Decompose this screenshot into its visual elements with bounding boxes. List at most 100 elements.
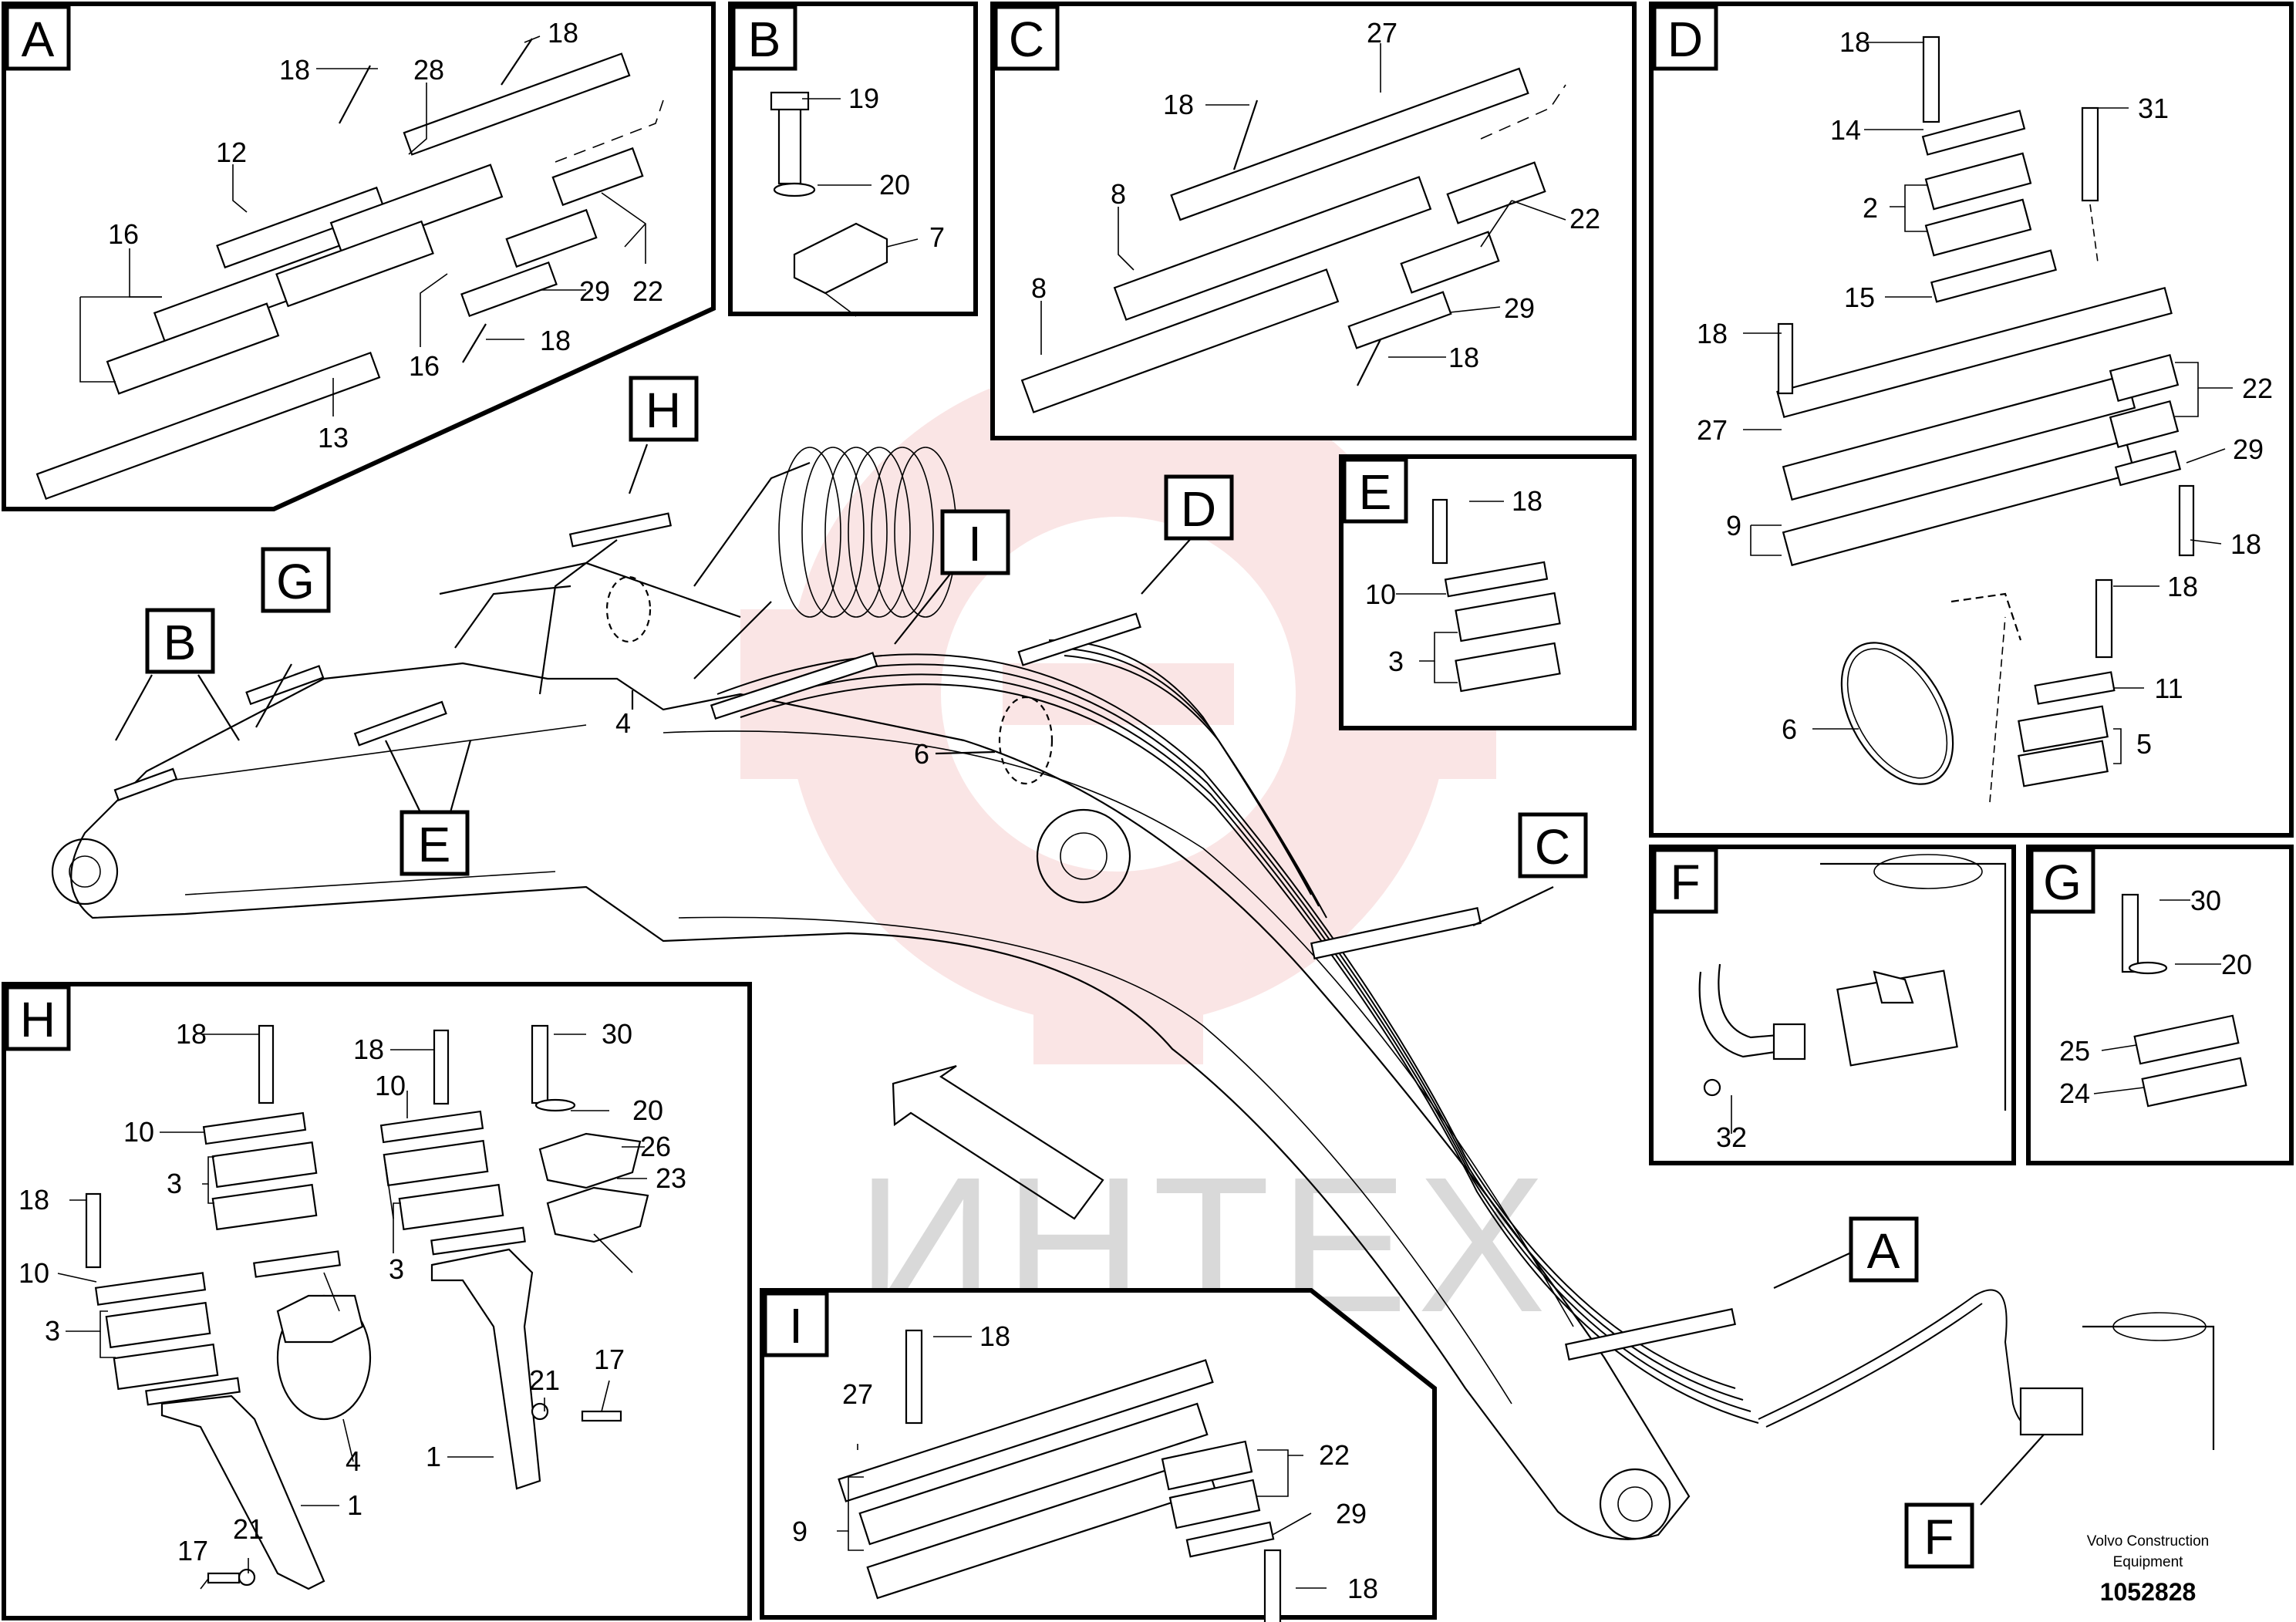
inset-D-part-18a: 18 (1839, 26, 1870, 58)
inset-C-part-29: 29 (1504, 292, 1535, 324)
inset-H: H (2, 982, 752, 1620)
inset-H-part-21b: 21 (233, 1513, 264, 1545)
inset-I-part-27: 27 (842, 1378, 873, 1410)
inset-A-label: A (22, 12, 55, 67)
main-label-F: F (1904, 1502, 1974, 1569)
hose-bundle (716, 639, 2052, 1435)
inset-H-part-10b: 10 (375, 1070, 406, 1101)
inset-D-part-31: 31 (2138, 93, 2169, 124)
inset-G-part-25: 25 (2059, 1035, 2090, 1067)
inset-B: B 19 20 7 (728, 2, 978, 317)
svg-text:F: F (1923, 1509, 1954, 1565)
callout-4: 4 (615, 707, 631, 739)
direction-arrow-icon (892, 1064, 1104, 1220)
inset-D-part-14: 14 (1830, 114, 1861, 146)
inset-F-label: F (1670, 855, 1700, 910)
inset-H-part-4: 4 (346, 1445, 361, 1477)
publisher-block: Volvo Construction Equipment 1052828 (2087, 1533, 2209, 1606)
svg-text:I: I (968, 516, 982, 572)
inset-E-part-10: 10 (1365, 578, 1396, 610)
inset-F-part-32: 32 (1716, 1121, 1747, 1153)
inset-I: I 18 27 22 9 29 18 (760, 1288, 1437, 1622)
main-label-G: G (261, 547, 331, 613)
inset-H-part-20: 20 (632, 1094, 663, 1126)
inset-H-part-18b: 18 (353, 1034, 384, 1065)
inset-H-part-23: 23 (656, 1162, 686, 1194)
inset-I-label: I (789, 1298, 803, 1354)
inset-D-part-29: 29 (2233, 433, 2264, 465)
inset-B-part-19: 19 (848, 83, 879, 114)
inset-D-part-27: 27 (1697, 414, 1728, 446)
inset-A-part-18c: 18 (540, 325, 571, 356)
inset-B-part-20: 20 (879, 169, 910, 201)
main-label-E: E (400, 810, 470, 876)
inset-H-part-10c: 10 (19, 1257, 49, 1289)
inset-A-part-12: 12 (216, 137, 247, 168)
inset-E-part-3: 3 (1388, 646, 1404, 677)
svg-text:G: G (276, 554, 315, 609)
inset-A-part-16a: 16 (108, 218, 139, 250)
inset-H-part-17b: 17 (177, 1535, 208, 1566)
inset-H-label: H (20, 992, 56, 1047)
inset-H-part-3c: 3 (45, 1315, 60, 1347)
inset-D-part-22: 22 (2242, 373, 2273, 404)
inset-H-part-1a: 1 (426, 1441, 441, 1472)
inset-B-label: B (748, 12, 781, 67)
document-number: 1052828 (2100, 1578, 2197, 1606)
inset-E-label: E (1359, 464, 1392, 520)
main-label-I: I (940, 509, 1010, 575)
inset-H-part-3a: 3 (167, 1168, 182, 1199)
inset-I-part-9: 9 (792, 1516, 807, 1547)
publisher-line-1: Volvo Construction (2087, 1533, 2209, 1549)
inset-H-part-18c: 18 (19, 1184, 49, 1216)
main-label-B: B (145, 608, 215, 674)
main-label-A: A (1849, 1216, 1919, 1283)
svg-text:A: A (1867, 1223, 1900, 1279)
inset-I-part-18a: 18 (979, 1320, 1010, 1352)
main-label-D: D (1164, 474, 1234, 541)
inset-C-part-22: 22 (1569, 203, 1600, 234)
inset-D-part-18b: 18 (1697, 318, 1728, 349)
inset-D-part-18c: 18 (2230, 528, 2261, 560)
boom-cylinder (693, 447, 957, 679)
inset-D: D (1649, 2, 2294, 838)
inset-A-part-18b: 18 (548, 17, 578, 49)
inset-G-label: G (2043, 855, 2082, 910)
inset-D-part-2: 2 (1863, 192, 1878, 224)
inset-H-part-21a: 21 (529, 1364, 560, 1396)
inset-H-part-18a: 18 (176, 1018, 207, 1050)
svg-text:D: D (1181, 481, 1216, 537)
inset-C-part-8a: 8 (1111, 178, 1126, 210)
inset-D-part-18d: 18 (2167, 571, 2198, 602)
inset-H-part-1b: 1 (347, 1489, 362, 1521)
inset-I-part-18b: 18 (1347, 1573, 1378, 1604)
inset-H-part-10a: 10 (123, 1116, 154, 1148)
inset-H-part-26: 26 (640, 1131, 671, 1162)
inset-D-part-9: 9 (1726, 510, 1741, 541)
main-boom-view: H G B E I D C A (51, 376, 2215, 1569)
inset-G-part-30: 30 (2190, 885, 2221, 916)
svg-text:C: C (1535, 819, 1570, 875)
inset-E-part-18: 18 (1512, 485, 1542, 517)
inset-D-label: D (1667, 12, 1703, 67)
inset-I-part-22: 22 (1319, 1439, 1350, 1471)
inset-A-part-22: 22 (632, 275, 663, 307)
inset-G: G 30 20 25 24 (2026, 845, 2294, 1165)
inset-C-part-8b: 8 (1031, 272, 1047, 304)
inset-E: E 18 10 3 (1339, 454, 1637, 730)
inset-C-part-18b: 18 (1448, 342, 1479, 373)
inset-H-part-17a: 17 (594, 1344, 625, 1375)
publisher-line-2: Equipment (2113, 1554, 2184, 1570)
inset-A-part-16b: 16 (409, 350, 440, 382)
main-label-C: C (1518, 812, 1588, 878)
inset-F: F 32 (1649, 845, 2016, 1165)
inset-A-part-13: 13 (318, 422, 349, 454)
svg-text:H: H (646, 383, 681, 438)
callout-6: 6 (914, 738, 929, 770)
inset-C: C 27 18 8 8 22 29 18 (990, 2, 1637, 440)
inset-D-part-11: 11 (2154, 673, 2183, 704)
inset-C-label: C (1009, 12, 1044, 67)
svg-text:B: B (164, 615, 197, 670)
inset-D-part-5: 5 (2136, 728, 2152, 760)
